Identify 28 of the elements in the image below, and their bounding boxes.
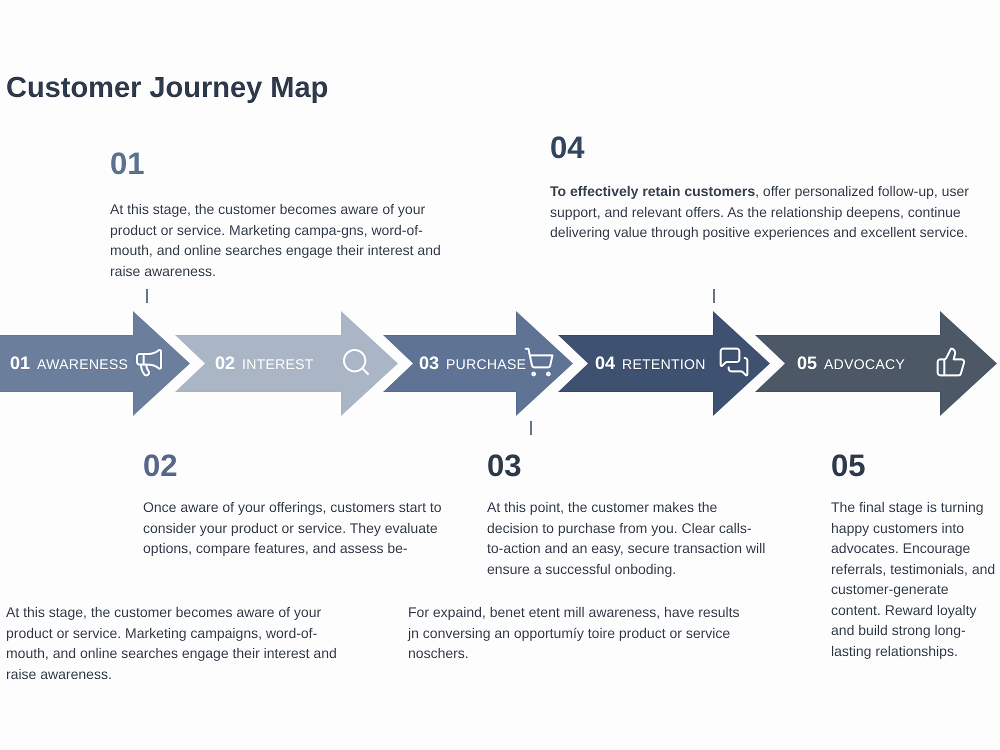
- stage-number: 04: [550, 130, 584, 166]
- stage-banner: [755, 311, 997, 416]
- stage-number: 02: [143, 448, 178, 484]
- description-text: At this stage, the customer becomes aware of your product or service. Marketing campa-gns, word-of-mouth, and online searches engage their interest and raise awareness.: [110, 200, 442, 280]
- stage-banner: [175, 311, 398, 416]
- description-text: Once aware of your offerings, customers start to consider your product or service. They evaluate options, compare features, and assess be-: [143, 498, 443, 558]
- description-text: The final stage is turning happy customers into advocates. Encourage referrals, testimonials, and customer-generate content. Reward loyalty and build strong long-lasting relationships.: [831, 498, 996, 661]
- title: Customer Journey Map: [6, 72, 328, 105]
- stage-banner: [0, 311, 190, 416]
- stage-number: 01: [110, 146, 144, 182]
- stage-name: INTEREST: [242, 356, 314, 372]
- stage-name: AWARENESS: [37, 356, 128, 372]
- stage-name: RETENTION: [622, 356, 706, 372]
- stage-banner: [383, 311, 573, 416]
- stage-number: 03: [419, 353, 440, 374]
- stage-number: 01: [10, 353, 30, 374]
- stage-number: 03: [487, 448, 522, 484]
- description-text: For expaind, benet etent mill awareness, have results jn conversing an opportumíy toire product or service noschers.: [408, 603, 741, 663]
- stage-number: 02: [215, 353, 236, 374]
- description-text: At this stage, the customer becomes aware of your product or service. Marketing campaigns, word-of-mouth, and online searches engage their interest and raise awareness.: [6, 603, 338, 684]
- stage-number: 04: [595, 353, 616, 374]
- description-text: To effectively retain customers, offer personalized follow-up, user support, and relevant offers. As the relationship deepens, continue delivering value through positive experiences and excellent service.: [550, 182, 970, 242]
- stage-name: PURCHASE: [446, 356, 526, 372]
- description-text: At this point, the customer makes the decision to purchase from you. Clear calls-to-action and an easy, secure transaction will ensure a successful onboding.: [487, 498, 766, 579]
- stage-number: 05: [831, 448, 866, 484]
- stage-banner: [558, 311, 770, 416]
- stage-number: 05: [797, 353, 818, 374]
- stage-name: ADVOCACY: [824, 356, 906, 372]
